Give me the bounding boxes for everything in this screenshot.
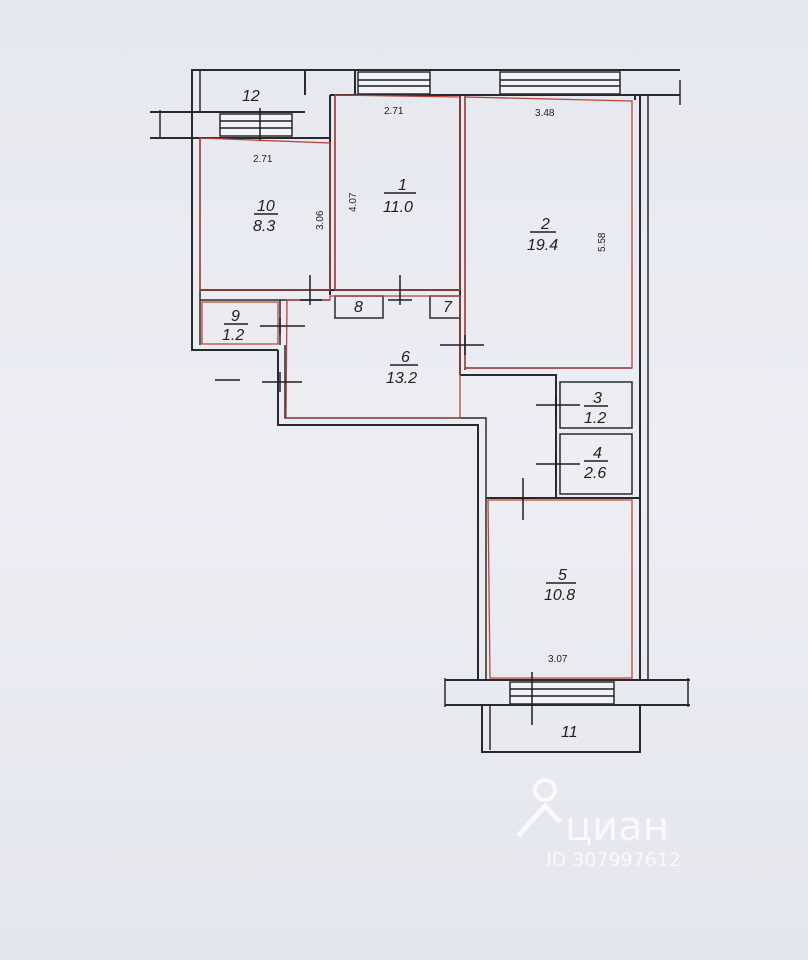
room2-width-dim: 3.48	[535, 108, 555, 119]
room-outlines	[199, 94, 633, 679]
room2-depth-dim: 5.58	[597, 232, 608, 252]
room5-width-dim: 3.07	[548, 654, 568, 665]
room-2-area: 19.4	[527, 237, 558, 254]
room-5-area: 10.8	[544, 587, 575, 604]
walls	[150, 69, 690, 753]
room-4-number: 4	[593, 445, 602, 462]
windows	[219, 71, 621, 705]
room-6-number: 6	[401, 349, 410, 366]
room-6-area: 13.2	[386, 370, 417, 387]
room1-width-dim: 2.71	[384, 106, 404, 117]
room-10-number: 10	[257, 198, 275, 215]
watermark: циан ID 307997612	[516, 778, 681, 871]
room-4-area: 2.6	[583, 465, 606, 482]
room-12-number: 12	[242, 88, 260, 105]
room-8-number: 8	[354, 299, 363, 316]
room-9-number: 9	[231, 308, 240, 325]
room-3-number: 3	[593, 390, 602, 407]
watermark-brand: циан	[565, 804, 669, 850]
location-pin-icon	[516, 778, 562, 838]
room-2-number: 2	[540, 216, 550, 233]
watermark-id: ID 307997612	[546, 849, 681, 871]
room-9-area: 1.2	[222, 327, 244, 344]
room1-depth-dim: 4.07	[348, 192, 359, 212]
room-5-number: 5	[558, 567, 567, 584]
room-3-area: 1.2	[584, 410, 606, 427]
room-10-area: 8.3	[253, 218, 275, 235]
room10-depth-dim: 3.06	[315, 210, 326, 230]
room-11-number: 11	[561, 724, 578, 741]
room10-width-dim: 2.71	[253, 154, 273, 165]
room-1-area: 11.0	[383, 199, 413, 216]
door-marks	[215, 108, 580, 725]
room-7-number: 7	[443, 299, 453, 316]
room-1-number: 1	[398, 177, 407, 194]
